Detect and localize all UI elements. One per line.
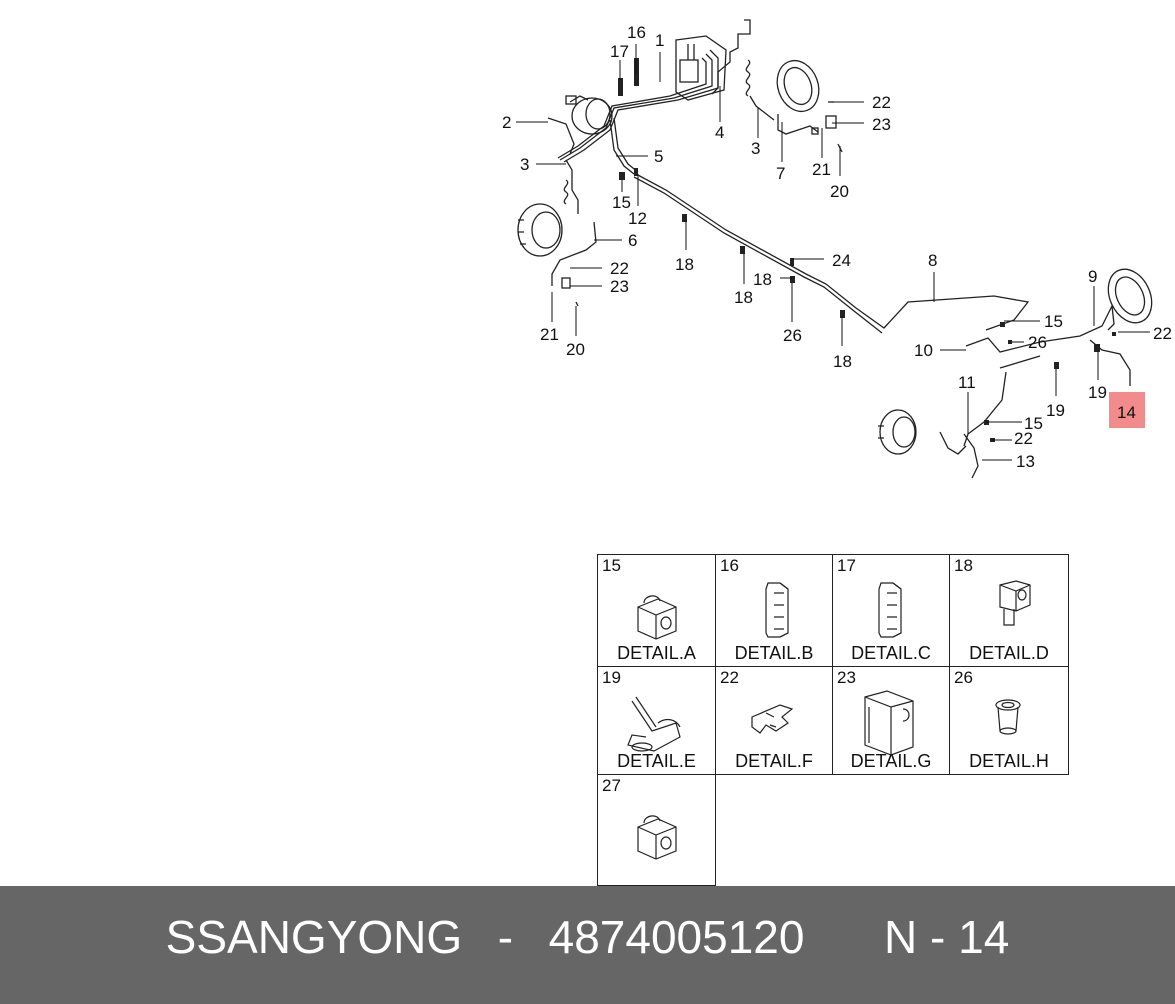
detail-label: DETAIL.D bbox=[969, 643, 1049, 663]
rear-left-hub bbox=[878, 409, 917, 455]
detail-cell-d: 18 DETAIL.D bbox=[949, 554, 1069, 667]
brake-disc-front-right bbox=[776, 59, 820, 113]
detail-label: DETAIL.G bbox=[850, 751, 932, 771]
bracket-g-icon bbox=[864, 690, 914, 756]
detail-label: DETAIL.C bbox=[851, 643, 931, 663]
detail-label: DETAIL.H bbox=[969, 751, 1049, 771]
callout-18d: 18 bbox=[833, 352, 852, 371]
detail-number: 17 bbox=[837, 556, 856, 575]
callout-18b: 18 bbox=[734, 288, 753, 307]
callout-22c: 22 bbox=[1153, 324, 1172, 343]
callout-15c: 15 bbox=[1024, 414, 1043, 433]
spring-clip-f-icon bbox=[751, 704, 794, 734]
detail-label: DETAIL.B bbox=[734, 643, 814, 663]
detail-label: DETAIL.E bbox=[617, 751, 696, 771]
callout-17: 17 bbox=[610, 42, 629, 61]
callout-21b: 21 bbox=[540, 325, 559, 344]
callout-18a: 18 bbox=[675, 255, 694, 274]
callout-4: 4 bbox=[715, 123, 724, 142]
leader-lines bbox=[516, 44, 1150, 461]
callout-26b: 26 bbox=[1028, 333, 1047, 352]
callout-11: 11 bbox=[958, 373, 976, 392]
detail-cell-e: 19 DETAIL.E bbox=[597, 666, 716, 775]
callout-20a: 20 bbox=[830, 182, 849, 201]
highlight-14 bbox=[1109, 392, 1145, 428]
rear-brake-line bbox=[633, 173, 1030, 334]
detail-cell-g: 23 DETAIL.G bbox=[832, 666, 950, 775]
front-left-hub bbox=[517, 179, 597, 307]
detail-cell-b: 16 DETAIL.B bbox=[715, 554, 833, 667]
detail-number: 15 bbox=[602, 556, 621, 575]
callout-3: 3 bbox=[520, 155, 529, 174]
callout-6: 6 bbox=[628, 231, 637, 250]
clip-b-icon bbox=[765, 582, 789, 638]
callout-15b: 15 bbox=[1044, 312, 1063, 331]
callout-9: 9 bbox=[1088, 267, 1097, 286]
callout-21a: 21 bbox=[812, 160, 831, 179]
callout-20b: 20 bbox=[566, 340, 585, 359]
callout-14: 14 bbox=[1117, 403, 1136, 422]
callout-22b: 22 bbox=[610, 259, 629, 278]
callout-labels: 16 1 17 2 3 5 4 3 7 21 20 22 23 15 12 6 … bbox=[502, 23, 1172, 471]
part-number: 4874005120 bbox=[548, 911, 805, 963]
callout-24: 24 bbox=[832, 251, 851, 270]
master-cylinder bbox=[675, 35, 727, 101]
callout-2: 2 bbox=[502, 113, 511, 132]
brand-name: SSANGYONG bbox=[165, 911, 463, 963]
clip-a-icon bbox=[637, 595, 677, 640]
callout-22d: 22 bbox=[1014, 429, 1033, 448]
brake-booster-top bbox=[565, 95, 613, 135]
bracket-e-icon bbox=[627, 696, 681, 752]
detail-number: 22 bbox=[720, 668, 739, 687]
callout-5: 5 bbox=[654, 147, 663, 166]
callout-19b: 19 bbox=[1046, 401, 1065, 420]
detail-cell-h: 26 DETAIL.H bbox=[949, 666, 1069, 775]
detail-number: 16 bbox=[720, 556, 739, 575]
callout-3b: 3 bbox=[751, 139, 760, 158]
footer-caption: SSANGYONG - 4874005120 N - 14 bbox=[0, 910, 1175, 964]
detail-number: 26 bbox=[954, 668, 973, 687]
position-label: N - 14 bbox=[884, 911, 1010, 963]
detail-number: 27 bbox=[602, 776, 621, 795]
callout-16: 16 bbox=[627, 23, 646, 42]
clip-c-icon bbox=[878, 582, 902, 638]
rear-right-ring bbox=[1107, 268, 1153, 324]
detail-label: DETAIL.A bbox=[617, 643, 696, 663]
bolt-clip-d-icon bbox=[999, 580, 1031, 626]
detail-grid: 15 DETAIL.A 16 DETAIL.B 17 DETAIL.C 18 bbox=[597, 554, 1069, 886]
detail-cell-a: 15 DETAIL.A bbox=[597, 554, 716, 667]
callout-15a: 15 bbox=[612, 193, 631, 212]
separator: - bbox=[497, 911, 514, 963]
detail-number: 23 bbox=[837, 668, 856, 687]
detail-number: 18 bbox=[954, 556, 973, 575]
callout-18c: 18 bbox=[753, 270, 772, 289]
detail-number: 19 bbox=[602, 668, 621, 687]
detail-cell-27: 27 bbox=[597, 774, 716, 886]
footer-bar: SSANGYONG - 4874005120 N - 14 bbox=[0, 886, 1175, 1004]
callout-23a: 23 bbox=[872, 115, 891, 134]
clips bbox=[618, 58, 1116, 442]
detail-label: DETAIL.F bbox=[735, 751, 813, 771]
detail-cell-f: 22 DETAIL.F bbox=[715, 666, 833, 775]
grommet-h-icon bbox=[995, 699, 1021, 735]
callout-10: 10 bbox=[914, 341, 933, 360]
callout-7: 7 bbox=[776, 164, 785, 183]
callout-8: 8 bbox=[928, 251, 937, 270]
detail-cell-c: 17 DETAIL.C bbox=[832, 554, 950, 667]
main-brake-lines bbox=[547, 49, 719, 214]
callout-12: 12 bbox=[628, 209, 647, 228]
callout-1: 1 bbox=[655, 31, 664, 50]
line-4-hose bbox=[711, 19, 775, 121]
callout-23b: 23 bbox=[610, 277, 629, 296]
brake-line-diagram: 16 1 17 2 3 5 4 3 7 21 20 22 23 15 12 6 … bbox=[502, 19, 1172, 479]
hose-7 bbox=[777, 101, 843, 153]
callout-26a: 26 bbox=[783, 326, 802, 345]
callout-13: 13 bbox=[1016, 452, 1035, 471]
callout-19: 19 bbox=[1088, 383, 1107, 402]
clip-27-icon bbox=[637, 815, 677, 860]
callout-22a: 22 bbox=[872, 93, 891, 112]
